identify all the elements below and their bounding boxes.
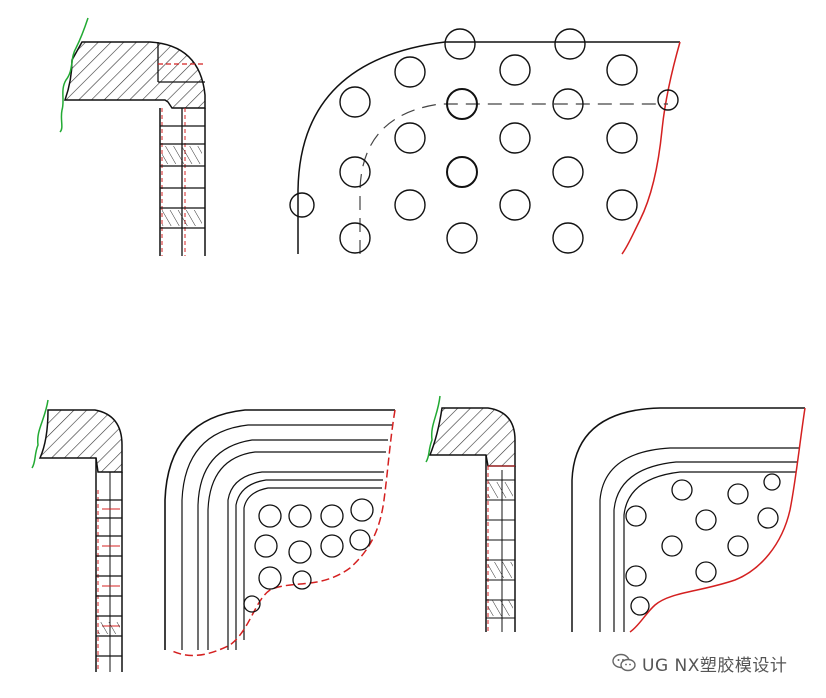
section-view-bottom-2 (425, 395, 516, 632)
cell-rungs (160, 125, 205, 229)
watermark: UG NX塑胶模设计 (612, 650, 787, 676)
plan-view-top-right (289, 28, 681, 255)
section-view-bottom-1 (31, 399, 123, 672)
hole-pattern (289, 28, 679, 254)
plan-view-bottom-1 (164, 409, 396, 657)
hatched-flange (63, 41, 206, 109)
outer-profile (297, 41, 680, 254)
wechat-icon (612, 653, 636, 672)
section-view-top-left (59, 17, 206, 256)
dashed-inner-offset (359, 103, 668, 254)
green-break-line (59, 17, 89, 133)
watermark-text: UG NX塑胶模设计 (642, 655, 788, 676)
red-break-edge (621, 41, 681, 255)
hatched-flange (38, 409, 123, 473)
plan-view-bottom-2 (571, 407, 806, 633)
